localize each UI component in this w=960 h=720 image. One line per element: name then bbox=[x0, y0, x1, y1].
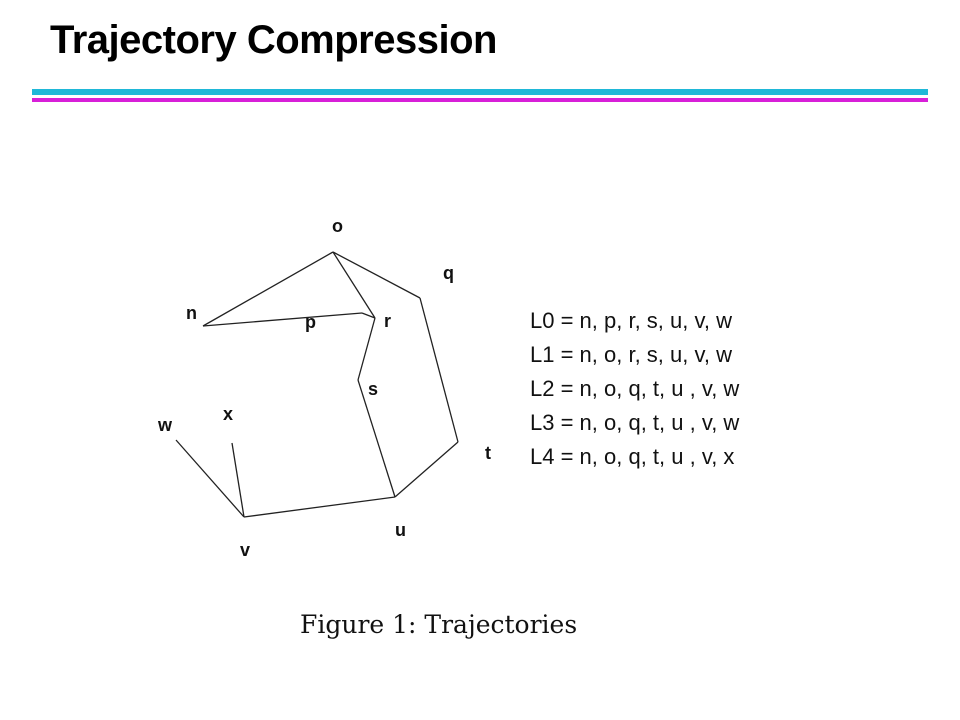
node-label-v: v bbox=[240, 540, 250, 560]
node-label-o: o bbox=[332, 216, 343, 236]
edge-v-x bbox=[231, 442, 245, 518]
edge-p-r bbox=[361, 312, 376, 319]
graph-edges bbox=[175, 251, 459, 518]
node-label-s: s bbox=[368, 379, 378, 399]
node-label-q: q bbox=[443, 263, 454, 283]
edge-r-s bbox=[357, 317, 376, 381]
slide-title: Trajectory Compression bbox=[50, 18, 497, 62]
trajectory-list: L0 = n, p, r, s, u, v, w L1 = n, o, r, s,… bbox=[530, 304, 739, 474]
node-label-u: u bbox=[395, 520, 406, 540]
edge-o-q bbox=[332, 251, 421, 299]
trajectory-item: L3 = n, o, q, t, u , v, w bbox=[530, 410, 740, 435]
trajectory-item: L0 = n, p, r, s, u, v, w bbox=[530, 308, 732, 333]
trajectory-item: L2 = n, o, q, t, u , v, w bbox=[530, 376, 740, 401]
edge-o-r bbox=[332, 251, 376, 319]
node-label-n: n bbox=[186, 303, 197, 323]
graph-node-labels: n o p q r s t u v w x bbox=[157, 216, 491, 560]
edge-n-p bbox=[202, 312, 363, 327]
node-label-r: r bbox=[384, 311, 391, 331]
title-rule-bottom bbox=[32, 98, 928, 102]
trajectory-item: L1 = n, o, r, s, u, v, w bbox=[530, 342, 732, 367]
edge-u-v bbox=[243, 496, 396, 518]
title-rule-top bbox=[32, 89, 928, 95]
node-label-w: w bbox=[157, 415, 173, 435]
edge-v-w bbox=[175, 439, 245, 518]
edge-s-u bbox=[357, 379, 396, 498]
node-label-p: p bbox=[305, 312, 316, 332]
trajectory-item: L4 = n, o, q, t, u , v, x bbox=[530, 444, 735, 469]
node-label-x: x bbox=[223, 404, 233, 424]
node-label-t: t bbox=[485, 443, 491, 463]
edge-q-t bbox=[419, 297, 459, 443]
edge-n-o bbox=[202, 251, 334, 327]
figure-caption: Figure 1: Trajectories bbox=[300, 610, 578, 639]
edge-t-u bbox=[394, 441, 459, 498]
